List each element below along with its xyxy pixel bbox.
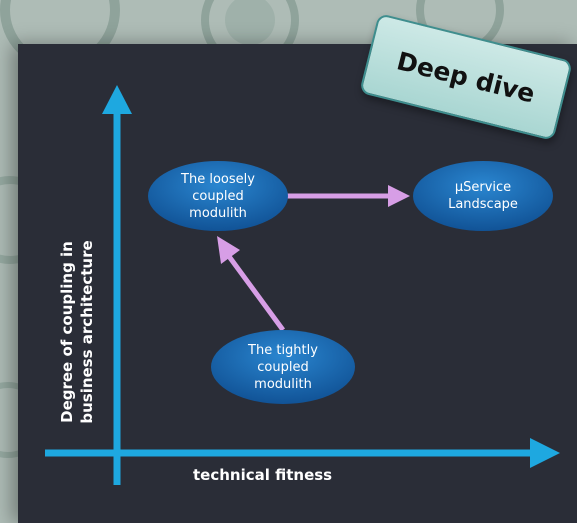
y-axis: [102, 85, 132, 485]
node-tightly-label: The tightly coupled modulith: [233, 342, 333, 393]
node-loosely-coupled-modulith: [148, 161, 288, 231]
node-tightly-line3: modulith: [254, 377, 312, 392]
node-microservice-landscape: [413, 161, 553, 231]
x-axis: [45, 438, 560, 468]
x-axis-label: technical fitness: [193, 466, 333, 484]
connector-tight-to-loose: [217, 236, 286, 332]
node-microservice-line1: µService: [454, 180, 512, 195]
node-tightly-line1: The tightly: [248, 343, 318, 358]
y-axis-label-line1: Degree of coupling in: [58, 241, 76, 423]
node-loosely-line2: coupled: [192, 189, 244, 204]
y-axis-label-line2: business architecture: [78, 240, 96, 424]
node-tightly-line2: coupled: [257, 360, 309, 375]
deep-dive-badge-label: Deep dive: [394, 45, 538, 109]
node-tightly-coupled-modulith: [211, 330, 355, 404]
y-axis-label: Degree of coupling in business architect…: [57, 222, 97, 442]
node-loosely-label: The loosely coupled modulith: [168, 171, 268, 222]
node-loosely-line3: modulith: [189, 206, 247, 221]
node-loosely-line1: The loosely: [181, 172, 255, 187]
node-microservice-label: µService Landscape: [433, 179, 533, 213]
connector-loose-to-microservice: [287, 185, 410, 207]
node-microservice-line2: Landscape: [448, 197, 518, 212]
